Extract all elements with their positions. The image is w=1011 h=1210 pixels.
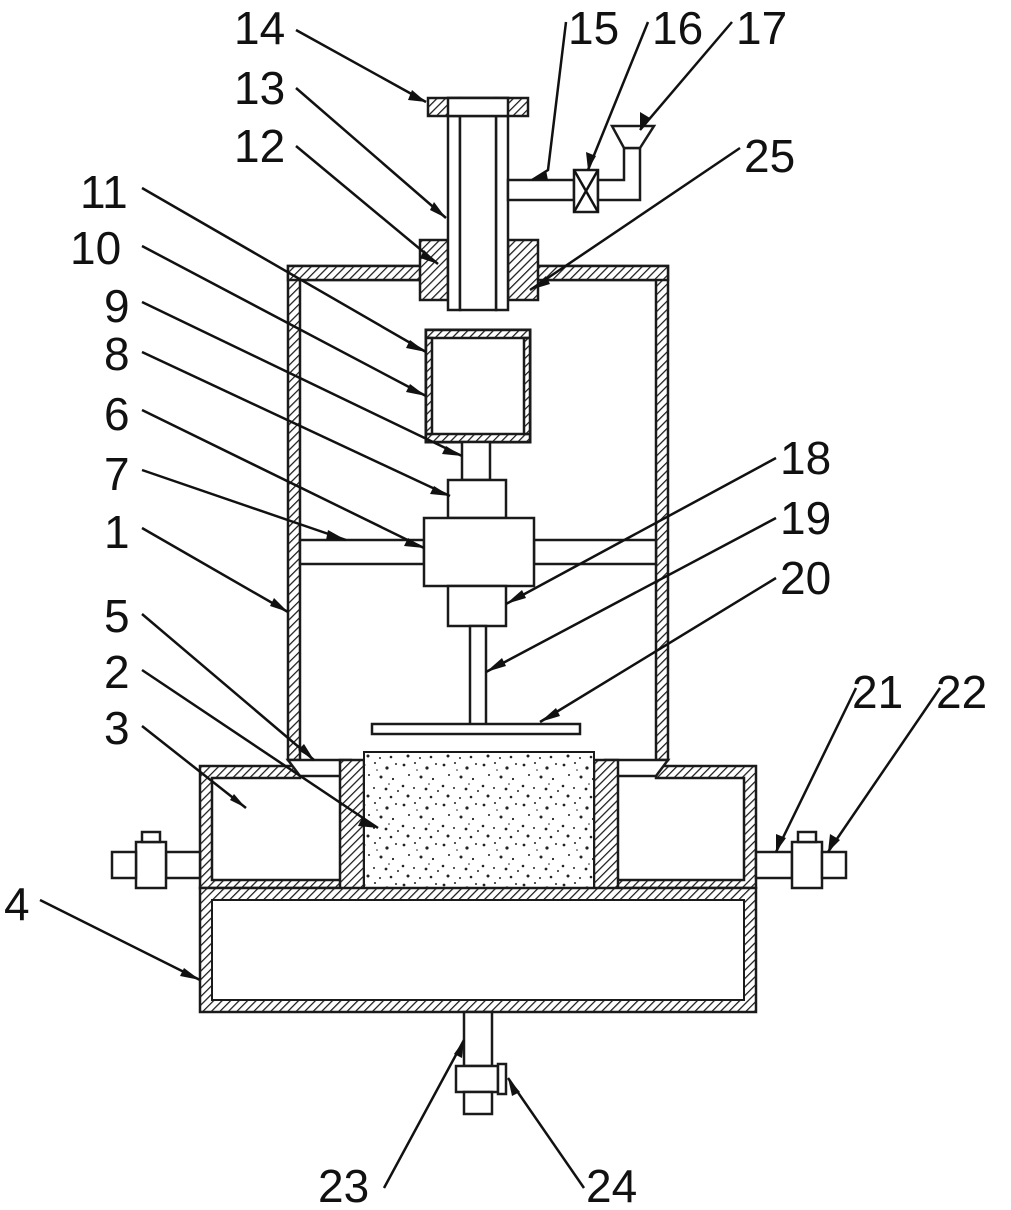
- leader-lines: [39, 21, 942, 1189]
- support-plate: [298, 538, 658, 566]
- label-8: 8: [104, 328, 130, 380]
- collection-tank: [198, 886, 758, 1014]
- label-9: 9: [104, 280, 130, 332]
- label-3: 3: [104, 702, 130, 754]
- label-22: 22: [936, 666, 987, 718]
- label-1: 1: [104, 506, 130, 558]
- label-21: 21: [852, 666, 903, 718]
- bottom-drain: [454, 1010, 508, 1116]
- label-24: 24: [586, 1160, 637, 1210]
- label-12: 12: [234, 120, 285, 172]
- label-10: 10: [70, 222, 121, 274]
- label-16: 16: [652, 2, 703, 54]
- filter-section: [198, 751, 758, 902]
- label-25: 25: [744, 130, 795, 182]
- drive-train: [370, 328, 582, 736]
- label-7: 7: [104, 448, 130, 500]
- label-20: 20: [780, 552, 831, 604]
- label-4: 4: [4, 878, 30, 930]
- label-11: 11: [80, 166, 128, 218]
- right-valve: [754, 830, 848, 890]
- label-18: 18: [780, 432, 831, 484]
- label-14: 14: [234, 2, 285, 54]
- label-23: 23: [318, 1160, 369, 1210]
- arrowheads: [180, 90, 840, 1096]
- label-19: 19: [780, 492, 831, 544]
- label-13: 13: [234, 62, 285, 114]
- label-17: 17: [736, 2, 787, 54]
- inlet-assembly: [418, 96, 657, 312]
- label-15: 15: [568, 2, 619, 54]
- label-2: 2: [104, 646, 130, 698]
- part-labels: 14 13 12 11 10 9 8 6 7 1 5 2 3 4 15 16 1…: [4, 2, 987, 1210]
- label-6: 6: [104, 388, 130, 440]
- left-valve: [110, 830, 202, 890]
- label-5: 5: [104, 590, 130, 642]
